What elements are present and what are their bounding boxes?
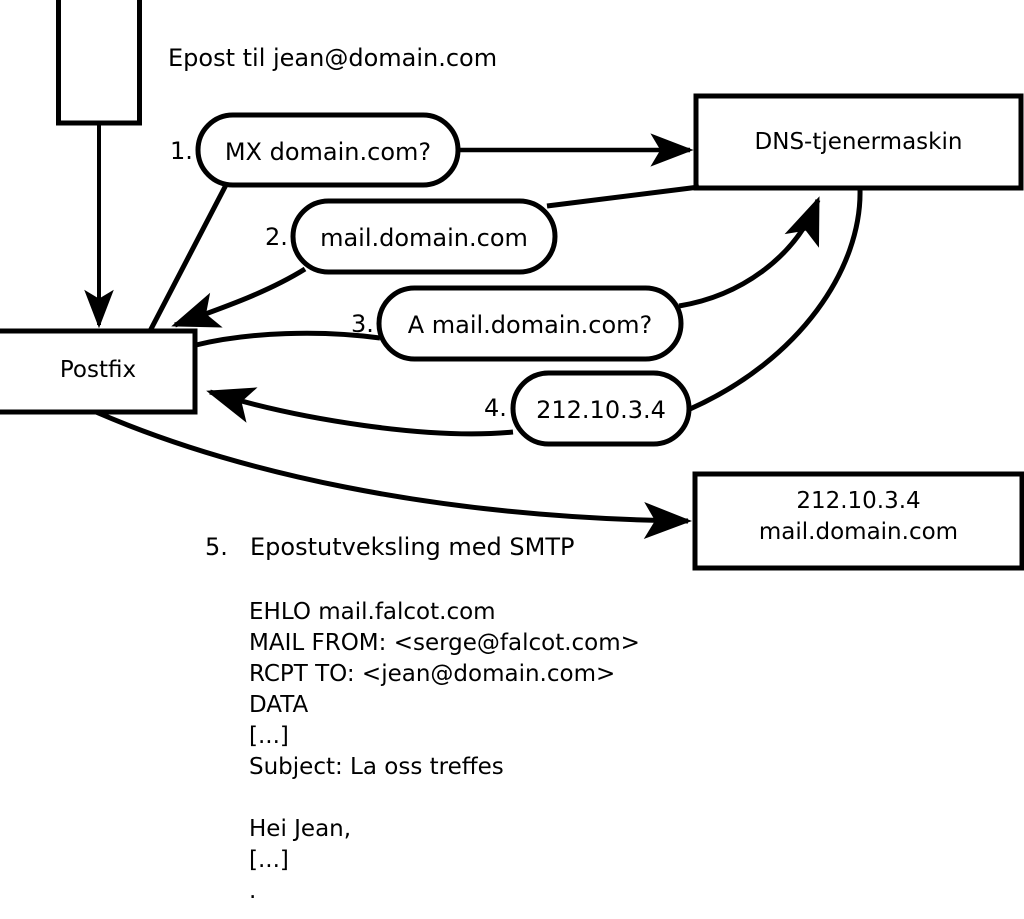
step-3-number: 3. — [351, 310, 374, 338]
edge-postfix-to-step3 — [195, 330, 381, 348]
page-title: Epost til jean@domain.com — [168, 44, 498, 72]
dns-node-label: DNS-tjenermaskin — [754, 129, 963, 155]
edge-postfix-to-mailserver — [95, 409, 692, 539]
smtp-line-3: DATA — [249, 692, 309, 718]
postfix-node-shape — [0, 328, 198, 415]
edge-dns-to-step2 — [546, 184, 700, 209]
step-4-label: 212.10.3.4 — [536, 396, 666, 424]
smtp-line-7: Hei Jean, — [249, 816, 352, 842]
mailserver-node-label-ip: 212.10.3.4 — [796, 488, 921, 514]
smtp-line-1: MAIL FROM: <serge@falcot.com> — [249, 630, 640, 656]
step-3-label: A mail.domain.com? — [407, 311, 653, 339]
smtp-line-5: Subject: La oss treffes — [249, 754, 504, 780]
smtp-line-8: [...] — [249, 847, 289, 873]
mailserver-node-shape — [692, 471, 1024, 571]
postfix-node-label: Postfix — [59, 357, 137, 383]
edge-step2-to-postfix — [171, 266, 307, 328]
step-3-bubble-shape — [376, 285, 684, 362]
dns-node-shape — [693, 93, 1024, 191]
step-2-label: mail.domain.com — [320, 224, 528, 252]
smtp-line-9: . — [249, 878, 257, 904]
step-5-number: 5. — [205, 533, 228, 561]
client-node-shape — [56, 0, 142, 126]
edge-dns-to-step4 — [688, 188, 863, 412]
mailserver-node-label-host: mail.domain.com — [758, 519, 959, 545]
edge-step4-to-postfix — [206, 387, 514, 437]
step-2-number: 2. — [265, 223, 288, 251]
edge-step3-to-dns — [678, 196, 821, 309]
step-1-label: MX domain.com? — [224, 138, 432, 166]
step-1-number: 1. — [170, 137, 193, 165]
smtp-line-4: [...] — [249, 723, 289, 749]
step-2-bubble-shape — [290, 198, 558, 275]
smtp-line-0: EHLO mail.falcot.com — [249, 599, 496, 625]
step-4-number: 4. — [484, 394, 507, 422]
step-5-label: Epostutveksling med SMTP — [250, 533, 575, 561]
step-4-bubble-shape — [510, 370, 692, 447]
smtp-line-2: RCPT TO: <jean@domain.com> — [249, 661, 616, 687]
edge-postfix-to-step1 — [147, 181, 230, 333]
